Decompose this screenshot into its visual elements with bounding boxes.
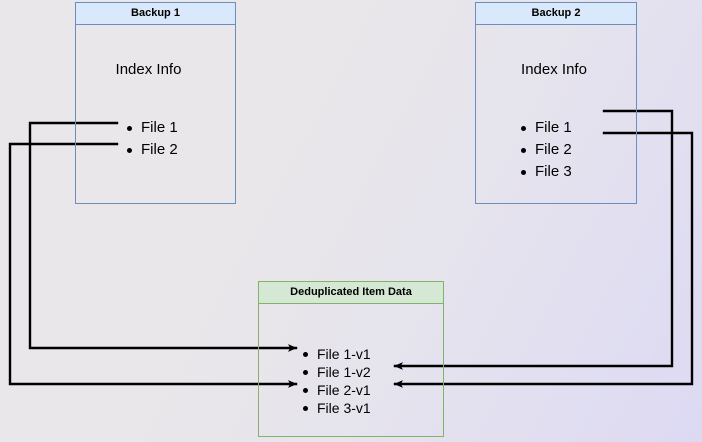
backup-1-index-info-label: Index Info: [115, 61, 182, 78]
node-deduplicated-item-data[interactable]: Deduplicated Item Data File 1-v1 File 1-…: [258, 281, 444, 437]
node-deduplicated-item-data-header: Deduplicated Item Data: [259, 282, 443, 304]
list-item[interactable]: File 1: [124, 117, 178, 139]
list-item[interactable]: File 3: [518, 161, 572, 183]
list-item[interactable]: File 3-v1: [300, 399, 371, 417]
backup-2-index-info-label: Index Info: [521, 61, 587, 78]
edge-b1-file2-to-file2v1: [8, 142, 298, 388]
list-item[interactable]: File 2-v1: [300, 381, 371, 399]
node-deduplicated-item-data-body: File 1-v1 File 1-v2 File 2-v1 File 3-v1: [259, 304, 443, 436]
list-item[interactable]: File 1-v1: [300, 345, 371, 363]
edge-b2-file2-to-file2v1: [393, 131, 694, 388]
backup-2-file-list: File 1 File 2 File 3: [518, 117, 572, 183]
node-backup-1-body: Index Info File 1 File 2: [76, 25, 235, 203]
node-backup-2-header: Backup 2: [476, 3, 636, 25]
list-item[interactable]: File 2: [124, 139, 178, 161]
dedup-item-list: File 1-v1 File 1-v2 File 2-v1 File 3-v1: [300, 345, 371, 417]
edge-b1-file1-to-file1v1: [28, 121, 298, 352]
list-item[interactable]: File 2: [518, 139, 572, 161]
node-backup-2[interactable]: Backup 2 Index Info File 1 File 2 File 3: [475, 2, 637, 204]
backup-1-file-list: File 1 File 2: [124, 117, 178, 161]
node-backup-1-header: Backup 1: [76, 3, 235, 25]
list-item[interactable]: File 1: [518, 117, 572, 139]
node-backup-1[interactable]: Backup 1 Index Info File 1 File 2: [75, 2, 236, 204]
edge-b2-file1-to-file1v2: [393, 109, 674, 370]
list-item[interactable]: File 1-v2: [300, 363, 371, 381]
node-backup-2-body: Index Info File 1 File 2 File 3: [476, 25, 636, 203]
